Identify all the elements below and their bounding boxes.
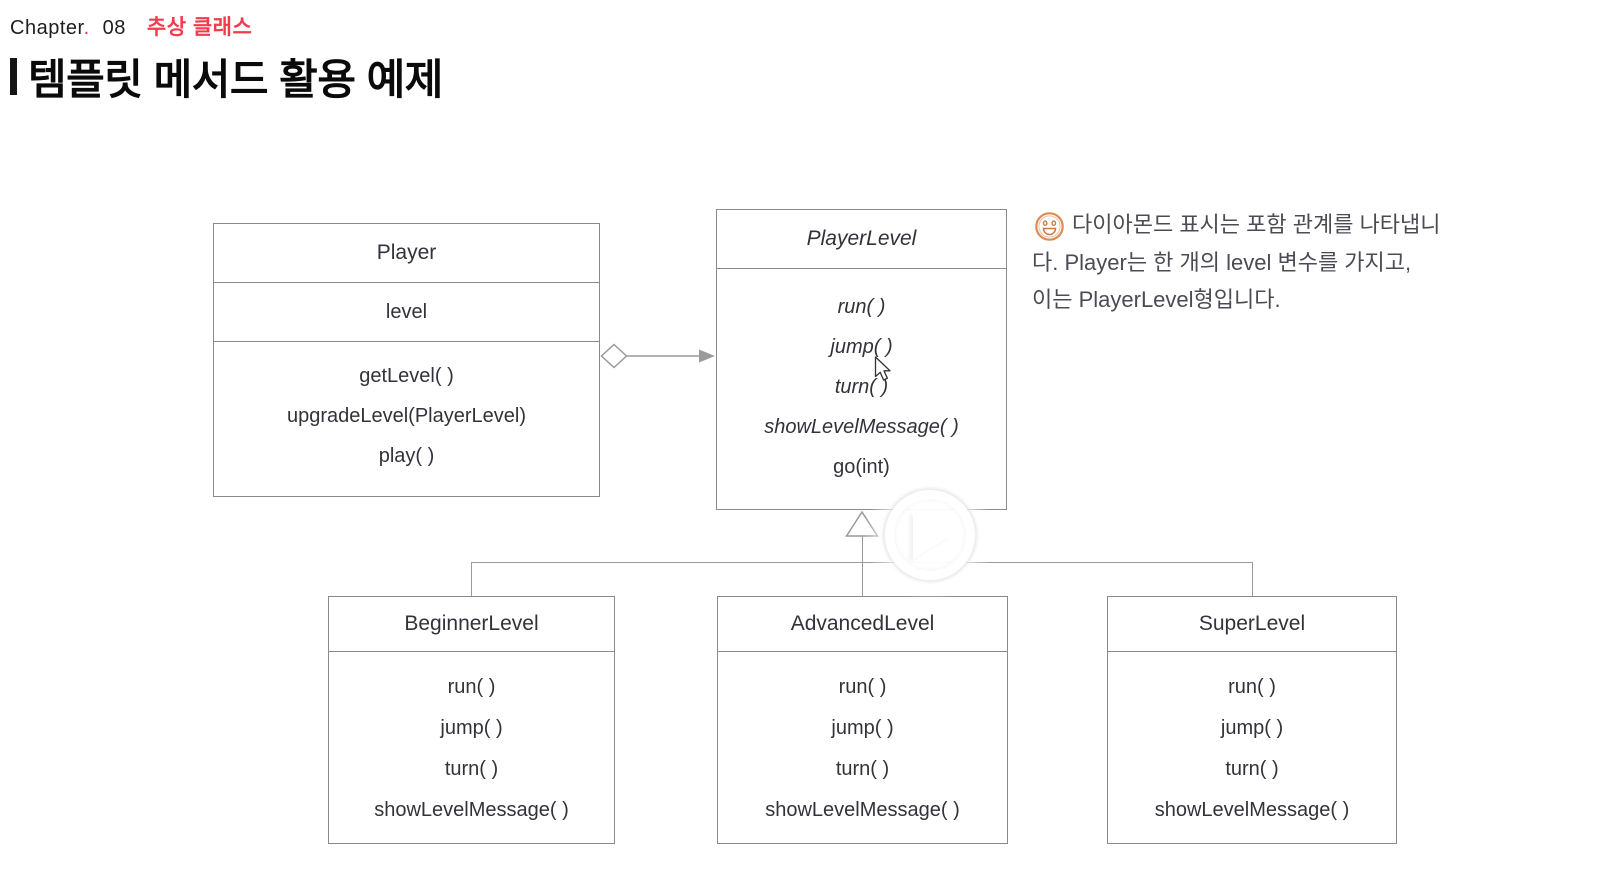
method-run: run( ): [837, 296, 886, 318]
method-jump: jump( ): [830, 336, 893, 358]
method-getlevel: getLevel( ): [359, 365, 454, 387]
method-showlevelmessage: showLevelMessage( ): [374, 799, 569, 821]
method-jump: jump( ): [1220, 717, 1284, 739]
chapter-topic: 추상 클래스: [146, 16, 253, 39]
method-showlevelmessage: showLevelMessage( ): [1154, 799, 1350, 821]
title-prefix-bar: [10, 58, 17, 95]
class-name-beginnerlevel: BeginnerLevel: [329, 597, 614, 652]
note-line-3: 이는 PlayerLevel형입니다.: [1032, 287, 1281, 312]
method-run: run( ): [1228, 676, 1276, 698]
inheritance-stub-beginner: [471, 562, 472, 596]
aggregation-arrow-icon: [600, 343, 715, 369]
class-box-beginnerlevel: BeginnerLevel run( ) jump( ) turn( ) sho…: [328, 596, 615, 844]
class-box-player: Player level getLevel( ) upgradeLevel(Pl…: [213, 223, 600, 497]
chapter-number: 08: [102, 17, 126, 39]
chapter-label: Chapter: [10, 17, 84, 39]
method-turn: turn( ): [835, 758, 890, 780]
method-turn: turn( ): [1225, 758, 1279, 780]
page-title-text: 템플릿 메서드 활용 예제: [28, 56, 443, 103]
method-play: play( ): [378, 445, 435, 467]
class-name-playerlevel: PlayerLevel: [717, 210, 1006, 269]
play-icon: [913, 511, 952, 559]
method-showlevelmessage: showLevelMessage( ): [765, 799, 960, 821]
attribute-level: level: [214, 283, 599, 342]
method-turn: turn( ): [444, 758, 499, 780]
chapter-line: Chapter. 08 추상 클래스: [10, 11, 252, 41]
note-line-2: 다. Player는 한 개의 level 변수를 가지고,: [1032, 249, 1412, 275]
method-jump: jump( ): [440, 717, 503, 739]
class-name-player: Player: [214, 224, 599, 283]
note-text: 다이아몬드 표시는 포함 관계를 나타냅니 다. Player는 한 개의 le…: [1032, 206, 1532, 319]
class-box-playerlevel: PlayerLevel run( ) jump( ) turn( ) showL…: [716, 209, 1007, 510]
class-name-superlevel: SuperLevel: [1108, 597, 1396, 652]
method-jump: jump( ): [831, 717, 894, 739]
method-go: go(int): [833, 456, 890, 478]
inheritance-stem-advanced: [862, 536, 863, 596]
page-title: 템플릿 메서드 활용 예제: [10, 46, 443, 107]
method-run: run( ): [447, 676, 496, 698]
class-box-advancedlevel: AdvancedLevel run( ) jump( ) turn( ) sho…: [717, 596, 1008, 844]
method-run: run( ): [838, 676, 887, 698]
inheritance-stub-super: [1252, 562, 1253, 596]
class-name-advancedlevel: AdvancedLevel: [718, 597, 1007, 652]
method-showlevelmessage: showLevelMessage( ): [764, 416, 959, 438]
method-turn: turn( ): [834, 376, 889, 398]
smiley-icon: [1035, 212, 1064, 241]
note-line-1: 다이아몬드 표시는 포함 관계를 나타냅니: [1072, 212, 1441, 237]
play-button[interactable]: [862, 467, 998, 603]
method-upgradelevel: upgradeLevel(PlayerLevel): [286, 405, 527, 427]
chapter-dot: .: [83, 17, 90, 39]
mouse-cursor-icon: [874, 356, 891, 381]
class-box-superlevel: SuperLevel run( ) jump( ) turn( ) showLe…: [1107, 596, 1397, 844]
